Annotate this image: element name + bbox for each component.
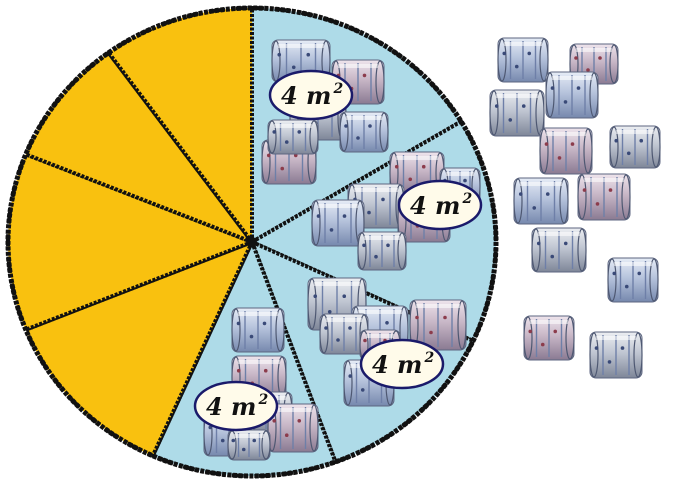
carpet-roll-sector-1-4 [339, 111, 389, 153]
pie-outline [5, 5, 499, 479]
area-label-exponent: 2 [423, 350, 434, 366]
carpet-roll-sector-2-5 [357, 231, 407, 271]
loose-carpet-roll-3 [489, 89, 545, 137]
loose-carpet-roll-6 [609, 125, 661, 169]
loose-carpet-roll-7 [513, 177, 569, 225]
carpet-roll-sector-4-1 [231, 307, 285, 353]
loose-carpet-roll-8 [577, 173, 631, 221]
carpet-roll-sector-3-4 [319, 313, 369, 355]
pie-center [247, 237, 257, 247]
carpet-roll-sector-2-3 [311, 199, 365, 247]
area-label-base: 4 m [206, 392, 256, 421]
area-label-oval [268, 69, 354, 121]
carpet-roll-sector-1-6 [267, 119, 319, 155]
loose-carpet-roll-1 [497, 37, 549, 83]
area-label-exponent: 2 [332, 81, 343, 97]
area-label-base: 4 m [372, 350, 422, 379]
carpet-roll-sector-4-6 [227, 429, 271, 461]
area-label-base: 4 m [281, 81, 331, 110]
loose-carpet-roll-9 [531, 227, 587, 273]
carpet-roll-sector-4-5 [267, 403, 319, 453]
area-label-oval [359, 338, 445, 390]
area-label-exponent: 2 [257, 392, 268, 408]
carpet-roll-sector-3-3 [409, 299, 467, 351]
area-label-oval [193, 380, 279, 432]
loose-carpet-roll-12 [589, 331, 643, 379]
loose-carpet-roll-10 [607, 257, 659, 303]
area-label-oval [397, 179, 483, 231]
area-label-base: 4 m [410, 191, 460, 220]
loose-carpet-roll-11 [523, 315, 575, 361]
loose-carpet-roll-5 [539, 127, 593, 175]
yellow-sector-7 [23, 50, 254, 244]
loose-carpet-roll-4 [545, 71, 599, 119]
area-label-exponent: 2 [461, 191, 472, 207]
